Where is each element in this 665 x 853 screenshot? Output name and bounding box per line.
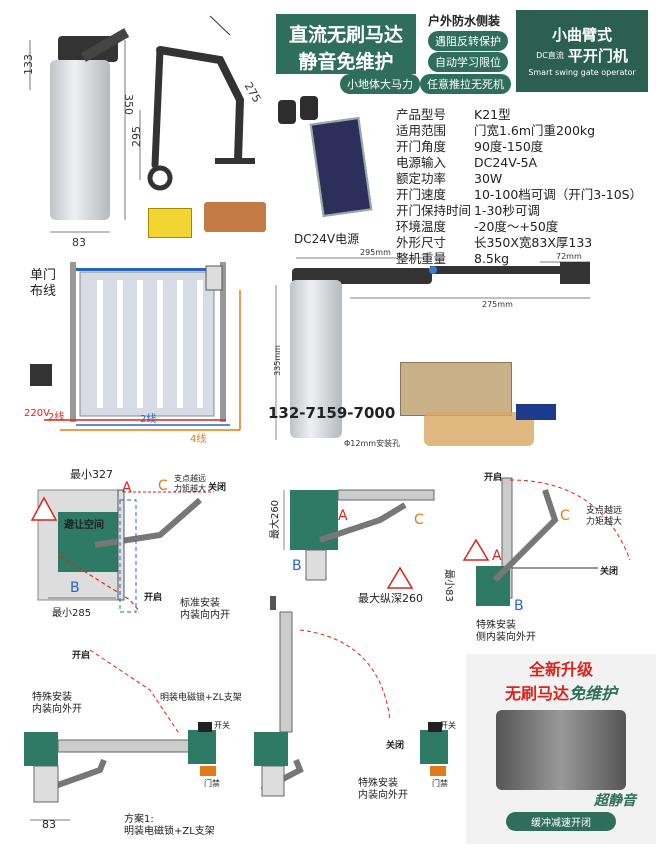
spec-row: 适用范围门宽1.6m门重200kg [396, 123, 596, 138]
upgrade-line2a: 无刷马达 [504, 684, 569, 703]
wire-label-2: 2线 [140, 414, 157, 425]
install2-label-b: B [292, 558, 302, 574]
install1-min285: 最小285 [52, 608, 92, 619]
install1-open: 开启 [144, 593, 163, 603]
brand-panel: 小曲臂式 DC直流 平开门机 Smart swing gate operator [516, 10, 648, 92]
install3-open: 开启 [484, 473, 503, 483]
upgrade-line2b: 免维护 [569, 684, 618, 703]
install1-min327: 最小327 [70, 468, 113, 481]
install4-switch: 开关 [214, 721, 230, 730]
dim-motor-width: 83 [72, 236, 86, 249]
install1-label-c: C [158, 478, 168, 494]
install5-door-lock: 门禁 [432, 779, 448, 788]
spec-row: 外形尺寸长350X宽83X厚133 [396, 235, 593, 250]
upgrade-quiet: 超静音 [594, 793, 636, 809]
install3-note: 特殊安装 侧内装向外开 [476, 620, 536, 643]
upgrade-buffer: 缓冲减速开闭 [506, 812, 616, 831]
power-supply-small [516, 404, 556, 420]
install2-label-c: C [414, 512, 424, 528]
feature-reverse: 遇阻反转保护 [428, 31, 508, 51]
install4-open: 开启 [72, 651, 91, 661]
title-banner: 直流无刷马达 静音免维护 [276, 14, 416, 74]
feature-outdoor: 户外防水侧装 [428, 14, 501, 28]
install1-label-a: A [122, 480, 132, 496]
wiring-title: 单门 布线 [30, 268, 57, 299]
wire-voltage: 220V [24, 408, 50, 419]
feature-power: 小地体大马力 [340, 74, 420, 94]
install2-label-a: A [338, 508, 348, 524]
install3-c-note: 支点越远 力矩越大 [586, 506, 623, 527]
install3-label-c: C [560, 508, 570, 524]
install2-depth: 最大纵深260 [358, 592, 423, 605]
phone-number: 132-7159-7000 [268, 404, 396, 422]
warning-card [148, 208, 192, 238]
install1-label-b: B [70, 580, 80, 596]
install1-avoid: 避让空间 [64, 520, 104, 531]
brand-en: Smart swing gate operator [528, 68, 636, 77]
bracket-plates [204, 202, 266, 232]
install4-note: 特殊安装 内装向外开 [32, 692, 82, 715]
detail-motor [290, 280, 342, 438]
remote-2 [300, 96, 318, 120]
remote-1 [278, 100, 296, 124]
feature-release: 任意推拉无死机 [420, 74, 511, 94]
detail-dim-2: 72mm [556, 252, 582, 261]
upgrade-line1: 全新升级 [528, 660, 593, 679]
install4-lock: 明装电磁锁+ZL支架 [160, 693, 242, 703]
install1-note: 标准安装 内装向内开 [180, 598, 230, 621]
title-line1: 直流无刷马达 [288, 24, 403, 46]
install3-label-b: B [514, 598, 524, 614]
spec-row: 环境温度-20度～+50度 [396, 219, 559, 234]
motor-body [50, 60, 110, 220]
detail-dim-3: 275mm [482, 300, 513, 309]
brand-dc: DC直流 [536, 51, 564, 60]
detail-hole: Φ12mm安装孔 [344, 439, 401, 448]
install4-dim83: 83 [42, 818, 56, 831]
wire-label-1: 2线 [48, 412, 65, 423]
brand-line1: 小曲臂式 [551, 26, 612, 44]
power-label: DC24V电源 [294, 232, 360, 246]
install3-label-a: A [492, 548, 502, 564]
feature-learn: 自动学习限位 [428, 52, 508, 72]
install5-switch: 开关 [440, 721, 456, 730]
install1-close: 关闭 [208, 483, 227, 493]
detail-dim-1: 295mm [360, 248, 391, 257]
hardware-parts [424, 412, 534, 446]
title-line2: 静音免维护 [298, 51, 394, 73]
upgrade-motor-image [496, 710, 626, 790]
brand-line2: 平开门机 [567, 47, 628, 65]
install5-note: 特殊安装 内装向外开 [358, 778, 408, 801]
install5-close: 关闭 [386, 741, 405, 751]
install1-c-note: 支点越远 力矩越大 [174, 474, 206, 493]
upgrade-panel: 全新升级 无刷马达免维护 超静音 缓冲减速开闭 [466, 654, 656, 844]
install4-door-lock: 门禁 [204, 779, 220, 788]
install3-close: 关闭 [600, 567, 619, 577]
wire-label-3: 4线 [190, 434, 207, 445]
install4-plan: 方案1: 明装电磁锁+ZL支架 [124, 814, 215, 837]
